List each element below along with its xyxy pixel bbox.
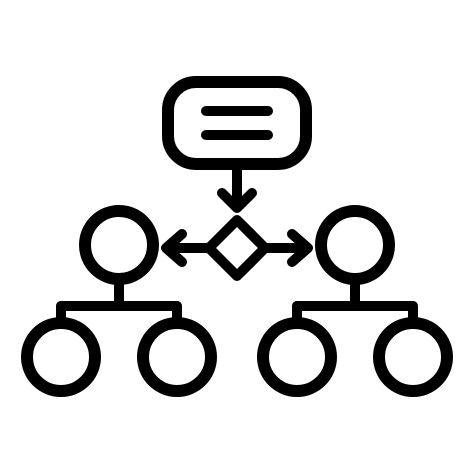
left-branch-arrow-icon: [161, 229, 214, 267]
right-tree-leaf-node-1: [257, 317, 337, 397]
right-tree-root-node: [315, 205, 395, 285]
top-node: [162, 76, 312, 170]
right-org-tree-icon: [257, 205, 453, 397]
left-tree-leaf-node-2: [137, 317, 217, 397]
down-connector: [217, 159, 257, 213]
top-node-box: [162, 76, 312, 170]
left-org-tree-icon: [21, 205, 217, 397]
right-branch-arrow-icon: [260, 229, 313, 267]
decision-diamond-icon: [204, 215, 270, 281]
left-tree-root-node: [79, 205, 159, 285]
right-arrowhead-icon: [287, 229, 313, 267]
left-tree-leaf-node-1: [21, 317, 101, 397]
right-tree-leaf-node-2: [373, 317, 453, 397]
left-arrowhead-icon: [161, 229, 187, 267]
down-arrowhead-icon: [217, 188, 257, 213]
